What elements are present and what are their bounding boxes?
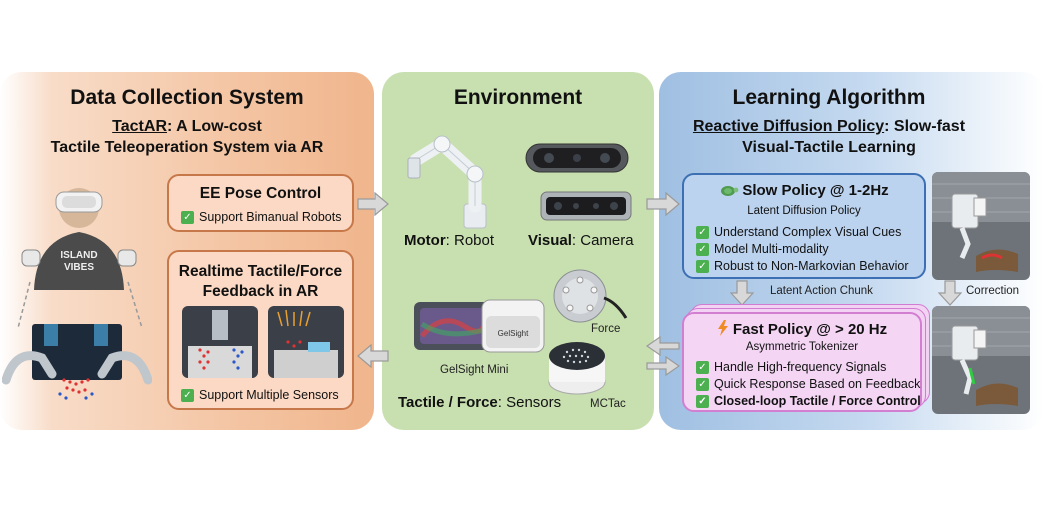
fast-item-text: Closed-loop Tactile / Force Control [714,394,921,408]
hoodie-text-2: VIBES [64,262,94,273]
check-icon: ✓ [696,394,709,408]
motor-label-bold: Motor [404,232,446,249]
robot-arm-photo [407,135,487,229]
fast-item-3: ✓ Closed-loop Tactile / Force Control [696,394,921,408]
visual-label-rest: : Camera [571,232,634,249]
tactile-force-label: Tactile / Force: Sensors [398,394,561,411]
ar-feedback-thumbnail-1 [182,306,258,378]
feedback-title-line1: Realtime Tactile/Force [178,263,343,280]
slow-item-3: ✓ Robust to Non-Markovian Behavior [696,259,909,273]
slow-policy-box: Slow Policy @ 1-2Hz Latent Diffusion Pol… [682,173,926,279]
fast-item-text: Handle High-frequency Signals [714,360,887,374]
visual-label-bold: Visual [528,232,572,249]
vr-operator-photo: ISLAND VIBES [21,188,137,290]
rdp-subtitle-rest: : Slow-fast [884,118,966,135]
latent-action-chunk-label: Latent Action Chunk [770,285,873,297]
ar-feedback-thumbnail-2 [268,306,344,378]
check-icon: ✓ [181,210,194,224]
feedback-title-line2: Feedback in AR [202,283,319,300]
check-icon: ✓ [696,259,709,273]
tactile-label-rest: : Sensors [497,394,562,411]
gelsight-brand-text: GelSight [498,329,529,338]
slow-policy-title-row: Slow Policy @ 1-2Hz [684,182,924,201]
realtime-feedback-box: Realtime Tactile/Force Feedback in AR ✓ … [167,250,354,410]
dashed-connector [17,281,143,329]
fast-item-1: ✓ Handle High-frequency Signals [696,360,886,374]
fast-policy-sub: Asymmetric Tokenizer [745,341,859,353]
arrow-right-icon [646,192,680,216]
fast-item-text: Quick Response Based on Feedback [714,377,921,391]
mctac-photo [548,342,606,395]
ee-pose-item: ✓ Support Bimanual Robots [181,210,341,224]
slow-policy-sub: Latent Diffusion Policy [747,205,861,217]
slow-policy-title: Slow Policy @ 1-2Hz [742,182,889,199]
ee-pose-item-text: Support Bimanual Robots [199,210,342,224]
gelsight-label: GelSight Mini [440,364,509,376]
arrow-down-icon [730,280,754,306]
ee-pose-control-title: EE Pose Control [199,185,322,202]
slow-item-text: Robust to Non-Markovian Behavior [714,259,909,273]
environment-title: Environment [453,86,583,109]
tactar-subtitle-rest: : A Low-cost [167,118,262,135]
slow-item-2: ✓ Model Multi-modality [696,242,829,256]
arrow-left-icon [357,344,389,368]
bimanual-robot-ar-photo [2,324,152,400]
force-label: Force [591,323,621,335]
check-icon: ✓ [696,377,709,391]
feedback-item-text: Support Multiple Sensors [199,388,339,402]
check-icon: ✓ [696,360,709,374]
tactar-subtitle-line2: Tactile Teleoperation System via AR [50,139,324,156]
rdp-subtitle-line2: Visual-Tactile Learning [742,139,916,156]
force-sensor-photo [553,269,628,323]
gelsight-photo: GelSight [414,299,545,353]
check-icon: ✓ [696,242,709,256]
policy-execution-photo-top [932,172,1030,280]
mctac-label: MCTac [590,398,626,410]
correction-label: Correction [966,285,1020,297]
slow-item-1: ✓ Understand Complex Visual Cues [696,225,901,239]
fast-policy-box: Fast Policy @ > 20 Hz Asymmetric Tokeniz… [682,312,922,412]
lightning-icon [717,320,729,340]
slow-item-text: Model Multi-modality [714,242,829,256]
bidirectional-arrow-icon [646,336,680,376]
camera-photo-1 [525,143,629,173]
arrow-down-icon [938,280,962,306]
slow-item-text: Understand Complex Visual Cues [714,225,902,239]
arrow-right-icon [357,192,389,216]
check-icon: ✓ [181,388,194,402]
motor-label-rest: : Robot [445,232,495,249]
visual-label: Visual: Camera [528,232,634,249]
tactar-name: TactAR [112,118,167,135]
data-collection-title: Data Collection System [70,86,304,109]
environment-panel [382,72,654,430]
learning-algorithm-title: Learning Algorithm [732,86,926,109]
tactile-label-bold: Tactile / Force [398,394,498,411]
motor-label: Motor: Robot [404,232,494,249]
data-collection-subtitle: TactAR: A Low-cost Tactile Teleoperation… [0,116,374,158]
fast-policy-title-row: Fast Policy @ > 20 Hz [684,320,920,340]
fast-item-2: ✓ Quick Response Based on Feedback [696,377,920,391]
feedback-item: ✓ Support Multiple Sensors [181,388,339,402]
ee-pose-control-box: EE Pose Control ✓ Support Bimanual Robot… [167,174,354,232]
turtle-icon [719,183,739,201]
check-icon: ✓ [696,225,709,239]
camera-photo-2 [540,191,632,221]
fast-policy-title: Fast Policy @ > 20 Hz [732,321,888,338]
rdp-name: Reactive Diffusion Policy [692,118,885,135]
policy-execution-photo-bottom [932,306,1030,414]
learning-algorithm-subtitle: Reactive Diffusion Policy: Slow-fast Vis… [659,116,999,158]
hoodie-text-1: ISLAND [60,250,97,261]
